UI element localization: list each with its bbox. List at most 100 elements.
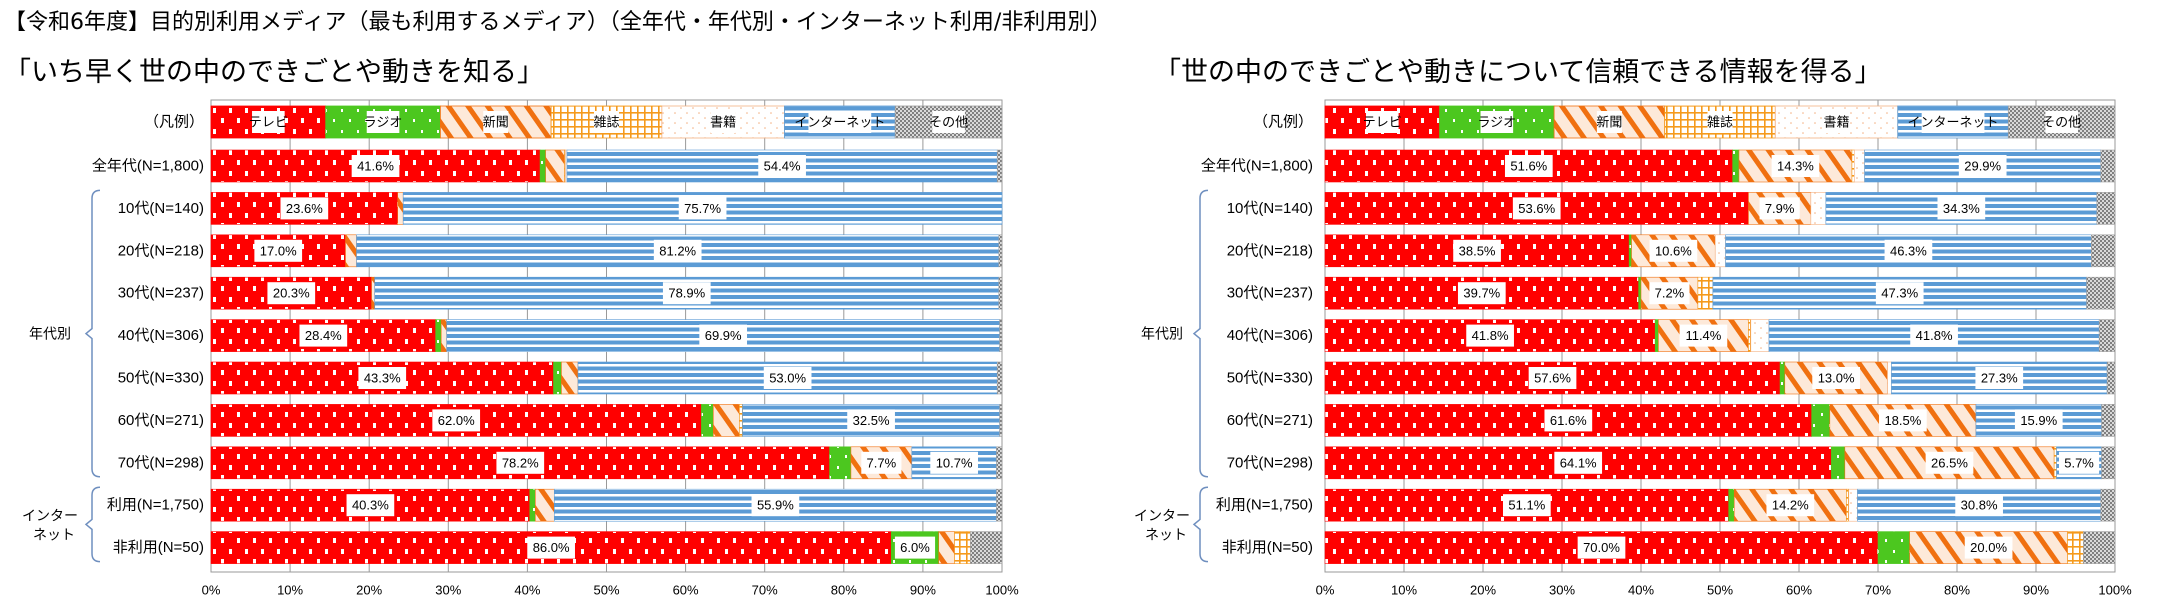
- legend-text: その他: [929, 115, 968, 130]
- bar-segment-books: [1887, 361, 1892, 395]
- row-label: 非利用(N=50): [1222, 539, 1313, 556]
- bar-segment-radio: [553, 361, 562, 395]
- bar-segment-magazine: [1697, 276, 1714, 310]
- data-label: 70.0%: [1583, 540, 1620, 555]
- row-label: 70代(N=298): [1227, 454, 1313, 471]
- chart-left: 0%10%20%30%40%50%60%70%80%90%100%（凡例）テレビ…: [22, 99, 1019, 597]
- chart-title-right: 「世の中のできごとや動きについて信頼できる情報を得る」: [1154, 57, 1882, 88]
- x-tick-label: 100%: [2098, 583, 2132, 597]
- bar-segment-newspaper: [371, 276, 376, 310]
- data-label: 40.3%: [352, 498, 389, 513]
- bar-segment-other: [996, 488, 1003, 522]
- bar-row: 非利用(N=50)70.0%20.0%: [1222, 531, 2116, 564]
- x-tick-label: 0%: [202, 583, 221, 597]
- x-tick-label: 40%: [1628, 583, 1654, 597]
- bar-segment-books: [1848, 488, 1858, 522]
- data-label-bg: [1879, 409, 1927, 432]
- legend-item-books: 書籍: [1774, 105, 1899, 139]
- data-label-bg: [763, 367, 812, 389]
- x-tick-label: 90%: [910, 583, 936, 597]
- x-tick-label: 100%: [985, 583, 1019, 597]
- data-label: 7.7%: [867, 455, 897, 470]
- x-tick-label: 70%: [752, 583, 778, 597]
- bar-row: 利用(N=1,750)40.3%55.9%: [107, 488, 1003, 522]
- bar-row: 60代(N=271)61.6%18.5%15.9%: [1227, 404, 2116, 437]
- legend-text-bg: [710, 111, 736, 133]
- bar-row: 10代(N=140)53.6%7.9%34.3%: [1227, 192, 2116, 225]
- x-tick-label: 20%: [1470, 583, 1496, 597]
- data-label: 18.5%: [1884, 413, 1921, 428]
- bar-row: 利用(N=1,750)51.1%14.2%30.8%: [1216, 488, 2116, 522]
- bar-row: 30代(N=237)39.7%7.2%47.3%: [1227, 276, 2116, 310]
- data-label: 23.6%: [286, 201, 323, 216]
- bar-segment-newspaper: [712, 404, 740, 437]
- group-bracket: [1192, 189, 1209, 478]
- data-label-bg: [1512, 197, 1561, 220]
- data-label-bg: [861, 451, 902, 474]
- x-tick-label: 50%: [593, 583, 619, 597]
- data-label-bg: [1766, 494, 1815, 517]
- data-label-bg: [1958, 155, 2007, 177]
- bar-segment-newspaper: [397, 192, 404, 225]
- group-bracket: [1192, 486, 1209, 563]
- bar-segment-radio: [1728, 488, 1735, 522]
- row-label: 20代(N=218): [1227, 242, 1313, 259]
- bar-segment-newspaper: [938, 531, 955, 564]
- data-label-bg: [699, 324, 748, 347]
- data-label: 38.5%: [1459, 243, 1496, 258]
- row-label: 20代(N=218): [118, 242, 204, 259]
- data-label-bg: [662, 282, 711, 305]
- data-label: 30.8%: [1961, 498, 1998, 513]
- data-label: 11.4%: [1685, 328, 1721, 343]
- legend-text: 書籍: [710, 115, 736, 130]
- data-label: 86.0%: [533, 540, 570, 555]
- data-label: 62.0%: [438, 413, 475, 428]
- legend-item-other: その他: [2007, 105, 2116, 139]
- bar-segment-magazine: [1851, 149, 1855, 183]
- bar-segment-magazine: [1846, 488, 1850, 522]
- data-label: 7.2%: [1655, 286, 1685, 301]
- legend-text-bg: [366, 111, 400, 133]
- data-label: 29.9%: [1964, 159, 2001, 174]
- legend-text: インターネット: [794, 115, 885, 130]
- bar-segment-radio: [1732, 149, 1740, 183]
- bar-segment-other: [2086, 276, 2116, 310]
- data-label-bg: [1528, 367, 1577, 389]
- bar-row: 全年代(N=1,800)41.6%54.4%: [92, 149, 1003, 183]
- data-label: 61.6%: [1550, 413, 1587, 428]
- page-title: 【令和6年度】目的別利用メディア（最も利用するメディア）（全年代・年代別・インタ…: [4, 10, 1112, 35]
- x-tick-label: 30%: [435, 583, 461, 597]
- data-label: 51.6%: [1510, 159, 1547, 174]
- x-tick-label: 70%: [1865, 583, 1891, 597]
- legend-text-bg: [1365, 111, 1399, 133]
- data-label-bg: [432, 409, 481, 432]
- data-label-bg: [1964, 536, 2013, 559]
- row-label: 40代(N=306): [1227, 327, 1313, 344]
- bar-segment-books: [1854, 149, 1865, 183]
- data-label-bg: [678, 197, 727, 220]
- row-label: 利用(N=1,750): [1216, 497, 1313, 514]
- bar-row: 30代(N=237)20.3%78.9%: [118, 276, 1003, 310]
- x-tick-label: 20%: [356, 583, 382, 597]
- bar-segment-other: [2091, 234, 2116, 268]
- bar-row: 全年代(N=1,800)51.6%14.3%29.9%: [1201, 149, 2116, 183]
- bar-segment-radio: [829, 446, 852, 480]
- bar-segment-newspaper: [345, 234, 357, 268]
- row-label: 全年代(N=1,800): [92, 157, 204, 175]
- data-label: 46.3%: [1890, 243, 1927, 258]
- data-label-bg: [1554, 451, 1603, 474]
- data-label-bg: [1453, 239, 1501, 262]
- legend-text: 新聞: [1596, 115, 1622, 130]
- data-label-bg: [527, 536, 575, 559]
- data-label: 17.0%: [260, 243, 297, 258]
- row-label: 60代(N=271): [1227, 412, 1313, 429]
- data-label: 53.0%: [769, 371, 806, 386]
- bar-segment-magazine: [2067, 531, 2084, 564]
- legend-text-bg: [483, 111, 509, 133]
- bar-row: 70代(N=298)78.2%7.7%10.7%: [118, 446, 1003, 480]
- bar-segment-other: [999, 404, 1003, 437]
- data-label-bg: [894, 536, 936, 559]
- data-label-bg: [1544, 409, 1593, 432]
- legend-item-radio: ラジオ: [325, 105, 441, 139]
- bar-row: 50代(N=330)57.6%13.0%27.3%: [1227, 361, 2116, 395]
